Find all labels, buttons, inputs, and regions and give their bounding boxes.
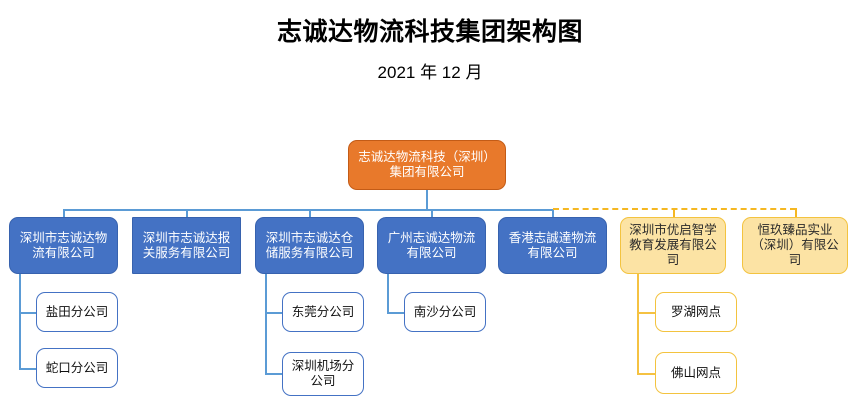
connector-branch-stub-3a xyxy=(265,312,283,314)
connector-drop-sub-5 xyxy=(552,209,554,217)
branch-node-dongguan-label: 东莞分公司 xyxy=(291,304,355,319)
connector-affiliate-spine xyxy=(637,274,639,374)
branch-node-yantian[interactable]: 盐田分公司 xyxy=(36,292,118,332)
affiliate-branch-node-foshan-label: 佛山网点 xyxy=(670,365,721,380)
connector-affiliate-stub-b xyxy=(637,373,656,375)
connector-branch-spine-3 xyxy=(265,274,267,374)
connector-branch-stub-1b xyxy=(19,368,37,370)
page-subtitle: 2021 年 12 月 xyxy=(377,63,483,82)
subsidiary-node-5[interactable]: 香港志誠達物流有限公司 xyxy=(498,217,607,274)
affiliate-branch-node-luohu-label: 罗湖网点 xyxy=(670,304,721,319)
affiliate-node-2[interactable]: 恒玖臻品实业（深圳）有限公司 xyxy=(742,217,848,274)
connector-drop-sub-3 xyxy=(309,209,311,217)
branch-node-shekou[interactable]: 蛇口分公司 xyxy=(36,348,118,388)
connector-branch-spine-1 xyxy=(19,274,21,368)
affiliate-branch-node-foshan[interactable]: 佛山网点 xyxy=(655,352,737,394)
connector-drop-sub-4 xyxy=(431,209,433,217)
affiliate-branch-node-luohu[interactable]: 罗湖网点 xyxy=(655,292,737,332)
connector-affiliate-drop-2 xyxy=(795,208,797,218)
branch-node-shekou-label: 蛇口分公司 xyxy=(45,360,109,375)
subsidiary-node-4-label: 广州志诚达物流有限公司 xyxy=(387,230,476,260)
subsidiary-node-3-label: 深圳市志诚达仓储服务有限公司 xyxy=(265,230,354,260)
connector-affiliate-stub-a xyxy=(637,312,656,314)
connector-branch-stub-3b xyxy=(265,373,283,375)
page-title: 志诚达物流科技集团架构图 xyxy=(276,18,583,46)
branch-node-yantian-label: 盐田分公司 xyxy=(45,304,109,319)
subsidiary-node-2-label: 深圳市志诚达报关服务有限公司 xyxy=(142,230,231,260)
connector-branch-spine-4 xyxy=(387,274,389,312)
branch-node-dongguan[interactable]: 东莞分公司 xyxy=(282,292,364,332)
connector-affiliate-drop-1 xyxy=(673,208,675,218)
subsidiary-node-1[interactable]: 深圳市志诚达物流有限公司 xyxy=(9,217,118,274)
root-node[interactable]: 志诚达物流科技（深圳）集团有限公司 xyxy=(348,140,506,190)
affiliate-node-1[interactable]: 深圳市优启智学教育发展有限公司 xyxy=(620,217,726,274)
root-node-label: 志诚达物流科技（深圳）集团有限公司 xyxy=(358,150,496,179)
connector-root-stem xyxy=(426,190,428,210)
connector-branch-stub-1a xyxy=(19,312,37,314)
subsidiary-node-3[interactable]: 深圳市志诚达仓储服务有限公司 xyxy=(255,217,364,274)
branch-node-nansha-label: 南沙分公司 xyxy=(413,304,477,319)
subsidiary-node-4[interactable]: 广州志诚达物流有限公司 xyxy=(377,217,486,274)
affiliate-node-2-label: 恒玖臻品实业（深圳）有限公司 xyxy=(751,223,839,267)
connector-drop-sub-1 xyxy=(63,209,65,217)
subsidiary-node-2[interactable]: 深圳市志诚达报关服务有限公司 xyxy=(132,217,241,274)
branch-node-szairport[interactable]: 深圳机场分公司 xyxy=(282,352,364,396)
affiliate-node-1-label: 深圳市优启智学教育发展有限公司 xyxy=(629,223,717,267)
connector-bus-left xyxy=(63,209,427,211)
subsidiary-node-5-label: 香港志誠達物流有限公司 xyxy=(508,230,597,260)
connector-drop-sub-2 xyxy=(186,209,188,217)
connector-branch-stub-4a xyxy=(387,312,405,314)
branch-node-szairport-label: 深圳机场分公司 xyxy=(291,359,355,388)
connector-bus-right xyxy=(426,209,553,211)
subsidiary-node-1-label: 深圳市志诚达物流有限公司 xyxy=(19,230,108,260)
branch-node-nansha[interactable]: 南沙分公司 xyxy=(404,292,486,332)
